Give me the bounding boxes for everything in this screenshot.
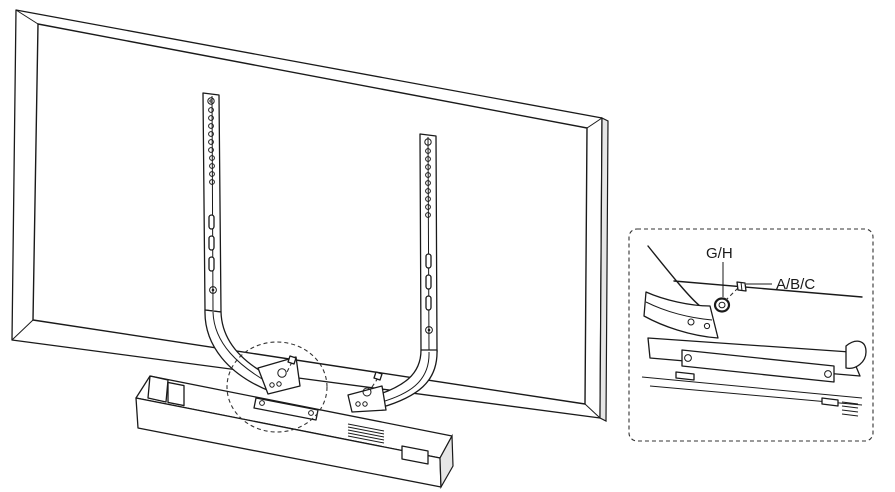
screw-icon [725, 281, 747, 301]
detail-inset: G/H A/B/C [628, 228, 874, 442]
right-bracket-holes [424, 138, 433, 334]
washer-icon [713, 297, 731, 313]
tv-panel [11, 9, 609, 422]
right-bracket [347, 133, 438, 413]
left-bracket-holes [207, 97, 217, 294]
soundbar [135, 375, 454, 490]
detail-callout-circle [226, 341, 328, 433]
washer-label: G/H [706, 245, 733, 262]
inset-vents [841, 401, 859, 417]
screw-label: A/B/C [776, 276, 815, 293]
left-bracket [202, 92, 301, 395]
soundbar-vents [347, 423, 385, 444]
